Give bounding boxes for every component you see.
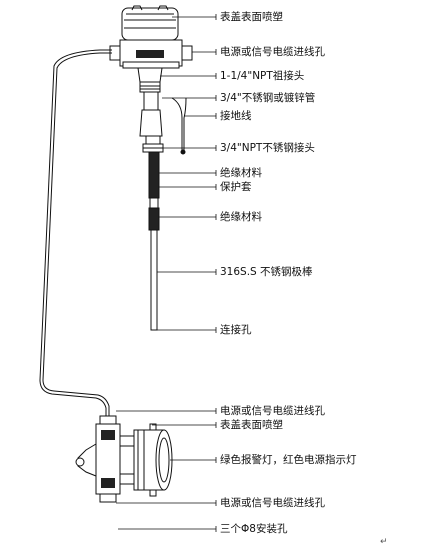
label-rod-316: 316S.S 不锈钢极棒 bbox=[220, 266, 313, 278]
label-mounting-holes: 三个Φ8安装孔 bbox=[220, 523, 288, 535]
label-cable-inlet-mid: 电源或信号电缆进线孔 bbox=[220, 405, 325, 417]
label-connection-hole: 连接孔 bbox=[220, 324, 252, 336]
top-cover bbox=[121, 5, 179, 41]
label-npt-joint-1-1-4: 1-1/4"NPT祖接头 bbox=[220, 70, 305, 82]
label-pipe-3-4: 3/4"不锈钢或镀锌管 bbox=[220, 92, 316, 104]
bottom-cover bbox=[133, 423, 173, 497]
label-cover-spray-top: 表盖表面喷塑 bbox=[220, 11, 283, 23]
label-cable-inlet-bottom: 电源或信号电缆进线孔 bbox=[220, 497, 325, 509]
npt-joint-large bbox=[137, 67, 163, 111]
label-cable-inlet-top: 电源或信号电缆进线孔 bbox=[220, 46, 325, 58]
label-insulation-1: 绝缘材料 bbox=[220, 167, 262, 179]
bottom-junction-box bbox=[75, 415, 135, 503]
label-cover-spray-bottom: 表盖表面喷塑 bbox=[220, 419, 283, 431]
label-insulation-2: 绝缘材料 bbox=[220, 211, 262, 223]
connecting-cable bbox=[39, 49, 112, 424]
label-ground-wire: 接地线 bbox=[220, 110, 252, 122]
label-npt-joint-3-4: 3/4"NPT不锈钢接头 bbox=[220, 142, 315, 154]
label-indicator-lights: 绿色报警灯，红色电源指示灯 bbox=[220, 454, 357, 466]
probe-rod bbox=[148, 151, 160, 331]
leader-lines bbox=[116, 16, 216, 530]
top-housing-body bbox=[109, 39, 193, 69]
ground-wire bbox=[171, 97, 187, 155]
return-mark: ↵ bbox=[380, 537, 388, 547]
pipe-coupling bbox=[139, 109, 164, 153]
label-protective-sleeve: 保护套 bbox=[220, 181, 252, 193]
